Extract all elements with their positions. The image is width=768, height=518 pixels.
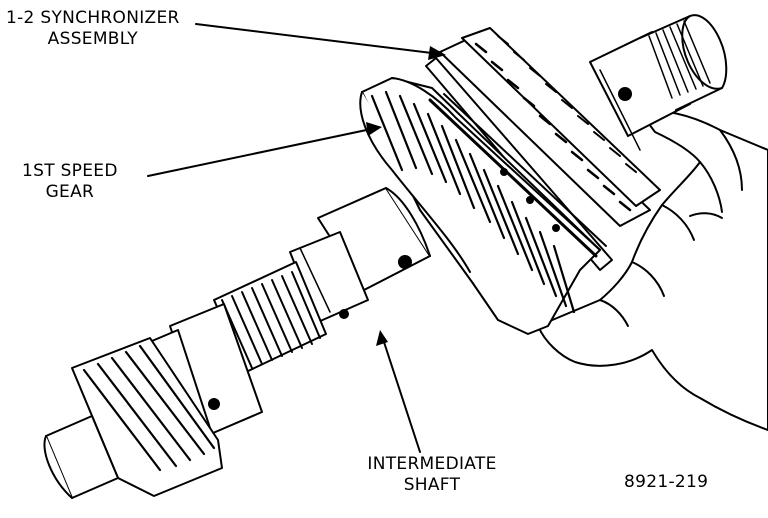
leader-lines [147,23,441,453]
label-synchronizer-assembly: 1-2 SYNCHRONIZER ASSEMBLY [6,8,180,50]
label-intermediate-shaft: INTERMEDIATE SHAFT [350,454,514,496]
arrowhead-shaft [376,330,388,346]
label-first-speed-gear: 1ST SPEED GEAR [22,161,118,203]
label-synchronizer-line2: ASSEMBLY [47,29,138,49]
leader-line-shaft [381,335,421,453]
leader-line-synchronizer [195,23,441,55]
hand-illustration [537,109,768,431]
label-shaft-line1: INTERMEDIATE [367,454,497,474]
leader-arrowheads [366,46,446,346]
label-first-gear-line2: GEAR [45,182,95,202]
label-synchronizer-line1: 1-2 SYNCHRONIZER [6,8,180,28]
label-first-gear-line1: 1ST SPEED [22,161,118,181]
arrowhead-synchronizer [428,46,446,60]
output-shaft-end [589,14,728,151]
arrowhead-first-gear [366,122,382,136]
figure-number: 8921-219 [624,472,709,492]
first-speed-gear [359,77,607,335]
leader-line-first-gear [147,127,377,177]
label-shaft-line2: SHAFT [403,475,461,495]
intermediate-shaft [43,187,431,499]
